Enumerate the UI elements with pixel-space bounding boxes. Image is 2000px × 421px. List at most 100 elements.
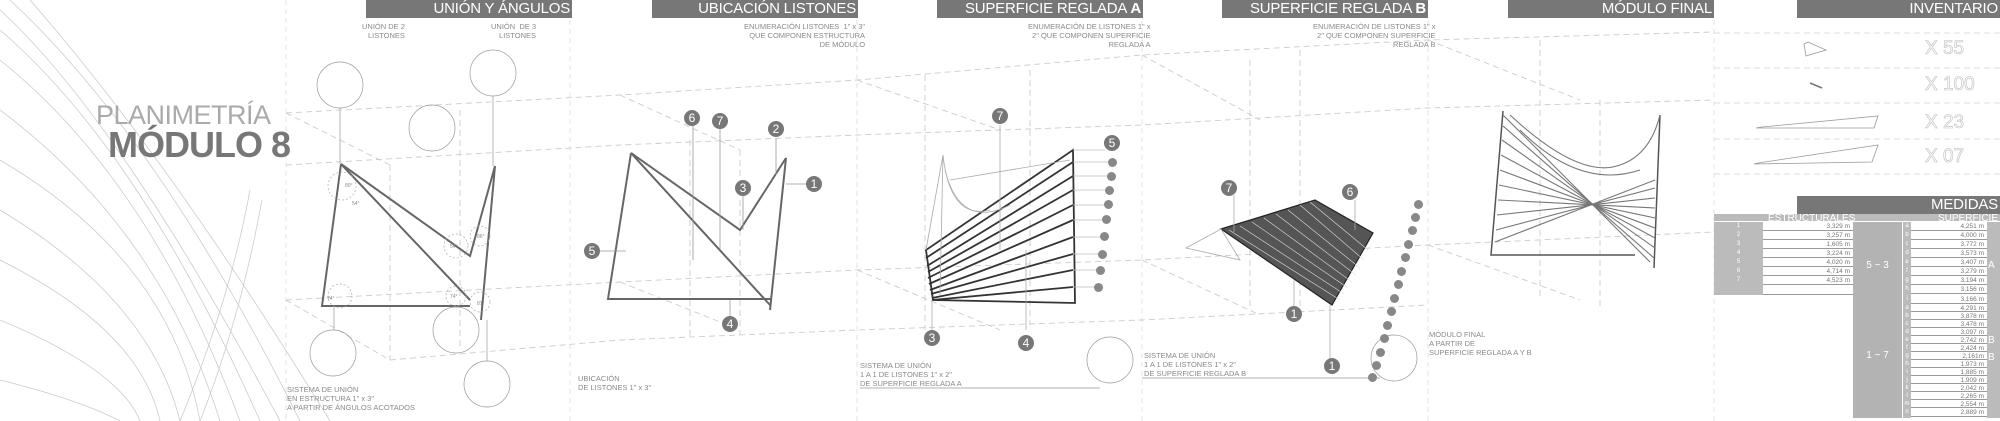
row-key: d bbox=[1905, 329, 1909, 335]
row-value: 1,885 m bbox=[1911, 368, 1987, 376]
row-index: 7 bbox=[1736, 277, 1741, 283]
callout-7: 7 bbox=[992, 108, 1008, 124]
slat-badge bbox=[1383, 321, 1392, 330]
title-planimetria: PLANIMETRÍA bbox=[96, 100, 271, 130]
final-module bbox=[1490, 110, 1661, 269]
slat-badge bbox=[1096, 266, 1105, 275]
row-value: 4,291 m bbox=[1911, 304, 1987, 312]
row-value: 3,772 m bbox=[1911, 240, 1987, 249]
slat-badge bbox=[1387, 307, 1396, 316]
row-key: a bbox=[1905, 305, 1909, 311]
row-value: 4,000 m bbox=[1911, 231, 1987, 240]
slat-badge bbox=[1368, 373, 1377, 382]
row-value: 3,478 m bbox=[1911, 320, 1987, 328]
callout-5: 5 bbox=[584, 243, 600, 259]
row-key: h bbox=[1905, 286, 1909, 292]
caption-superficie-a: SISTEMA DE UNIÓN 1 A 1 DE LISTONES 1" x … bbox=[860, 361, 962, 388]
row-index: 6 bbox=[1736, 268, 1741, 274]
angle-label: 81° bbox=[477, 301, 485, 307]
callout-7: 7 bbox=[1221, 180, 1237, 196]
slat-badge bbox=[1380, 334, 1389, 343]
slat-badge bbox=[1105, 186, 1114, 195]
header-superficie-a-text: SUPERFICIE REGLADA bbox=[964, 0, 1131, 17]
note-ubicacion: ENUMERACIÓN LISTONES 1" x 3" QUE COMPONE… bbox=[744, 22, 866, 49]
title-modulo: MÓDULO 8 bbox=[108, 124, 291, 165]
row-value: 3,573 m bbox=[1911, 249, 1987, 258]
slat-badge bbox=[1100, 232, 1109, 241]
row-key: k bbox=[1905, 385, 1909, 391]
slat-badge bbox=[1372, 361, 1381, 370]
screw-icon bbox=[1806, 78, 1826, 92]
callout-6: 6 bbox=[684, 110, 700, 126]
header-medidas: MEDIDAS bbox=[1797, 196, 2000, 214]
row-key: b bbox=[1905, 232, 1909, 238]
row-key: a bbox=[1905, 223, 1909, 229]
row-value: 2,042 m bbox=[1911, 384, 1987, 392]
inventory-qty-slat-1x2: X 23 bbox=[1925, 112, 1965, 134]
note-union-3: UNIÓN DE 3 LISTONES bbox=[491, 22, 537, 40]
row-value-empty bbox=[1763, 285, 1853, 295]
row-index: 2 bbox=[1736, 232, 1741, 238]
caption-union: SISTEMA DE UNIÓN EN ESTRUCTURA 1" x 3" A… bbox=[287, 385, 415, 412]
note-superficie-a: ENUMERACIÓN DE LISTONES 1" x 2" QUE COMP… bbox=[1028, 22, 1151, 49]
group-label-a: A bbox=[1988, 260, 1995, 271]
row-key: c bbox=[1905, 241, 1909, 247]
row-value: 3,878 m bbox=[1911, 312, 1987, 320]
callout-1: 1 bbox=[806, 176, 822, 192]
row-value: 4,020 m bbox=[1763, 258, 1853, 267]
caption-modulo-final: MÓDULO FINAL A PARTIR DE SUPERFICIE REGL… bbox=[1429, 330, 1532, 357]
slat-badge bbox=[1094, 283, 1103, 292]
row-value: 3,194 m bbox=[1911, 276, 1987, 285]
angle-label: 54° bbox=[450, 244, 458, 250]
slat-1x3-icon bbox=[1752, 144, 1880, 166]
row-key: j bbox=[1906, 377, 1908, 383]
caption-ubicacion: UBICACIÓN DE LISTONES 1" x 3" bbox=[578, 374, 652, 392]
angle-label: 86° bbox=[477, 234, 485, 240]
angle-label: 54° bbox=[352, 201, 360, 207]
header-superficie-b: SUPERFICIE REGLADA B bbox=[1222, 0, 1428, 18]
wedge-block-icon bbox=[1800, 40, 1830, 58]
row-key: n bbox=[1905, 409, 1909, 415]
row-key: e bbox=[1905, 337, 1909, 343]
header-superficie-a-letter: A bbox=[1130, 0, 1141, 17]
row-index: 5 bbox=[1736, 259, 1741, 265]
slat-badge bbox=[1098, 250, 1107, 259]
inventory-qty-wedge: X 55 bbox=[1925, 38, 1965, 60]
frame-ubicacion bbox=[606, 152, 787, 311]
row-key: l bbox=[1906, 393, 1908, 399]
row-value: 4,523 m bbox=[1763, 276, 1853, 285]
row-value: 3,156 m bbox=[1911, 285, 1987, 294]
row-key: g bbox=[1905, 353, 1909, 359]
angle-label: 74° bbox=[450, 294, 458, 300]
row-value: 3,097 m bbox=[1911, 328, 1987, 336]
range-b: 1 ~ 7 bbox=[1866, 350, 1889, 361]
inventory-qty-screw: X 100 bbox=[1925, 74, 1975, 96]
row-value: 3,279 m bbox=[1911, 267, 1987, 276]
row-value: 1,973 m bbox=[1911, 360, 1987, 368]
row-value: 2,889 m bbox=[1911, 408, 1987, 417]
note-union-2: UNIÓN DE 2 LISTONES bbox=[362, 22, 405, 40]
slat-badge bbox=[1102, 215, 1111, 224]
row-key: i bbox=[1906, 369, 1908, 375]
row-value: 1,909 m bbox=[1911, 376, 1987, 384]
slat-badge bbox=[1108, 158, 1117, 167]
table-header-band bbox=[1714, 214, 2000, 221]
slat-badge bbox=[1408, 226, 1417, 235]
row-value: 1,605 m bbox=[1763, 240, 1853, 249]
group-label-b: B bbox=[1988, 335, 1995, 346]
slat-badge bbox=[1414, 200, 1423, 209]
row-value: 2,742 m bbox=[1911, 336, 1987, 344]
callout-4: 4 bbox=[1018, 335, 1034, 351]
row-key: h bbox=[1905, 361, 1909, 367]
decorative-curves bbox=[0, 0, 331, 421]
callout-3: 3 bbox=[735, 180, 751, 196]
row-key: b bbox=[1905, 313, 1909, 319]
header-estructurales: ESTRUCTURALES bbox=[1768, 213, 1856, 224]
callout-1: 1 bbox=[1324, 358, 1340, 374]
ruled-surface-b bbox=[1219, 199, 1374, 306]
header-superficie: SUPERFICIE bbox=[1938, 213, 1999, 224]
header-superficie-b-letter: B bbox=[1415, 0, 1426, 17]
row-index: 1 bbox=[1736, 223, 1741, 229]
row-value: 3,166 m bbox=[1911, 295, 1987, 304]
